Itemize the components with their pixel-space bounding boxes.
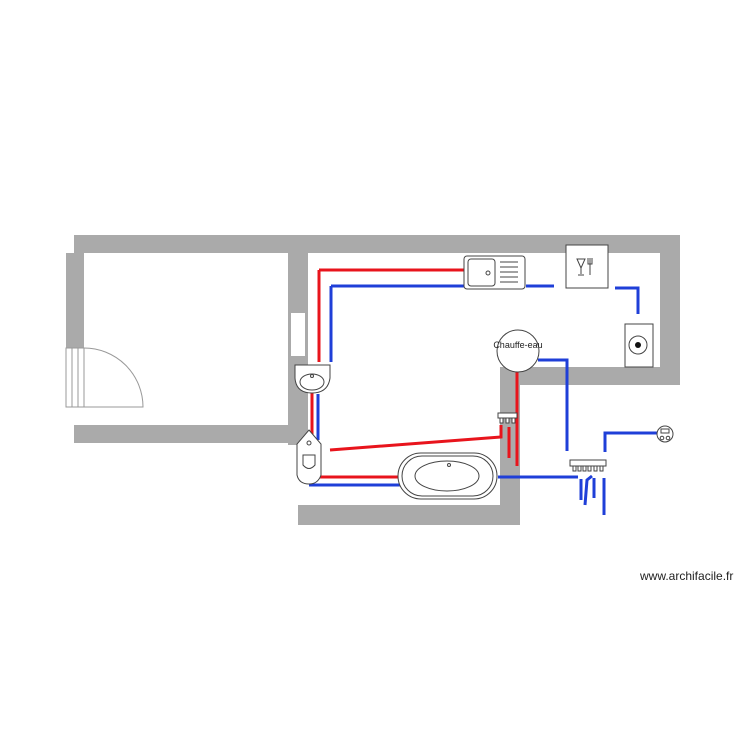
left-wall — [66, 253, 84, 348]
top-wall — [74, 235, 680, 253]
cold-water-pipes — [309, 284, 659, 515]
bathtub-icon[interactable] — [397, 452, 498, 500]
sink-icon[interactable] — [463, 255, 526, 290]
left-room-bottom-wall — [74, 425, 298, 443]
right-wall — [660, 235, 680, 385]
door-swing-icon[interactable] — [65, 347, 144, 408]
water-heater-icon[interactable] — [496, 329, 540, 373]
manifold-icon[interactable] — [497, 412, 518, 424]
window — [291, 313, 305, 356]
manifold-icon[interactable] — [569, 459, 607, 472]
kitchen-bottom-wall — [500, 367, 680, 385]
bathroom-bottom-wall — [298, 505, 520, 525]
washbasin-icon[interactable] — [294, 364, 331, 394]
watermark: www.archifacile.fr — [640, 569, 734, 583]
water-heater-label: Chauffe-eau — [493, 340, 543, 350]
toilet-icon[interactable] — [296, 429, 322, 485]
hot-water-pipes — [310, 268, 519, 479]
water-meter-icon[interactable] — [656, 425, 674, 443]
walls — [66, 235, 680, 525]
washing-machine-icon[interactable] — [624, 323, 654, 368]
dishwasher-icon[interactable] — [565, 244, 609, 289]
